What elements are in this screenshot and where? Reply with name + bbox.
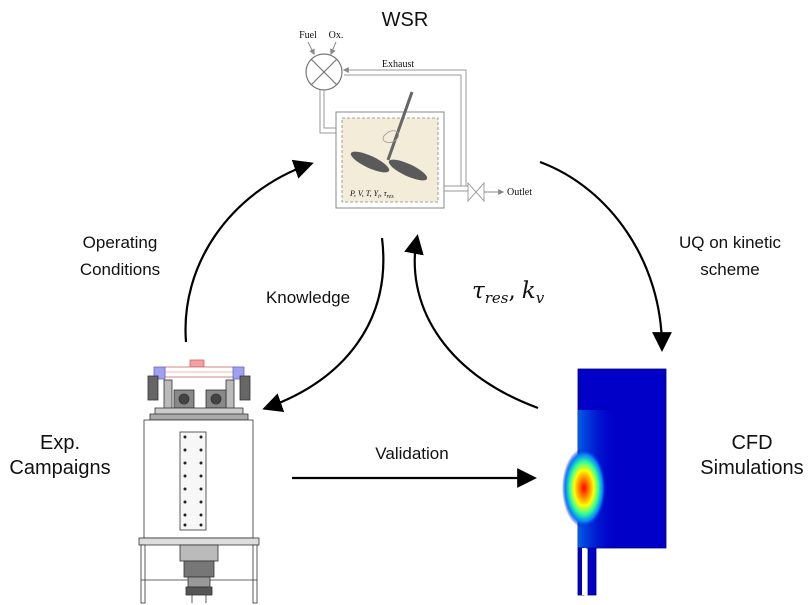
validation-label: Validation [375,444,448,463]
cfd-label-line2: Simulations [700,457,803,479]
exhaust-label: Exhaust [382,59,414,70]
operating-label-line2: Conditions [80,260,160,279]
operating-conditions-arrow [184,159,314,343]
uq-label-line1: UQ on kinetic [679,233,782,252]
stirrer-blade-left [350,151,390,173]
knowledge-arrow [262,237,385,413]
parameters-label: τres,kv [472,278,545,307]
fuel-inlet-arrow [307,41,315,56]
swirl-icon [382,130,400,143]
stirrer-blade-right [388,159,428,181]
exp-label-line2: Campaigns [9,457,110,479]
experimental-rig-illustration [138,359,260,604]
operating-label-line1: Operating [83,233,158,252]
cfd-flame-region [562,448,606,528]
ox-label: Ox. [329,30,344,41]
ox-inlet-arrow [330,41,337,56]
uq-arrow [539,160,672,352]
outlet-label: Outlet [507,187,532,198]
stirrer-shaft [386,91,414,161]
exp-label-line1: Exp. [40,432,80,454]
cfd-label-line1: CFD [731,432,772,454]
uq-label-line2: scheme [700,260,760,279]
fuel-label: Fuel [299,30,317,41]
wsr-title: WSR [382,9,429,31]
wsr-schematic: Fuel Ox. Exhaust P, V, T, Yi, τres Outle… [299,30,532,209]
cfd-contour-plot [562,368,667,596]
parameters-arrow [404,234,539,410]
exhaust-pipe [342,67,467,186]
knowledge-label: Knowledge [266,288,350,307]
valve-icon [467,181,485,203]
state-variables-label: P, V, T, Yi, τres [349,189,394,200]
